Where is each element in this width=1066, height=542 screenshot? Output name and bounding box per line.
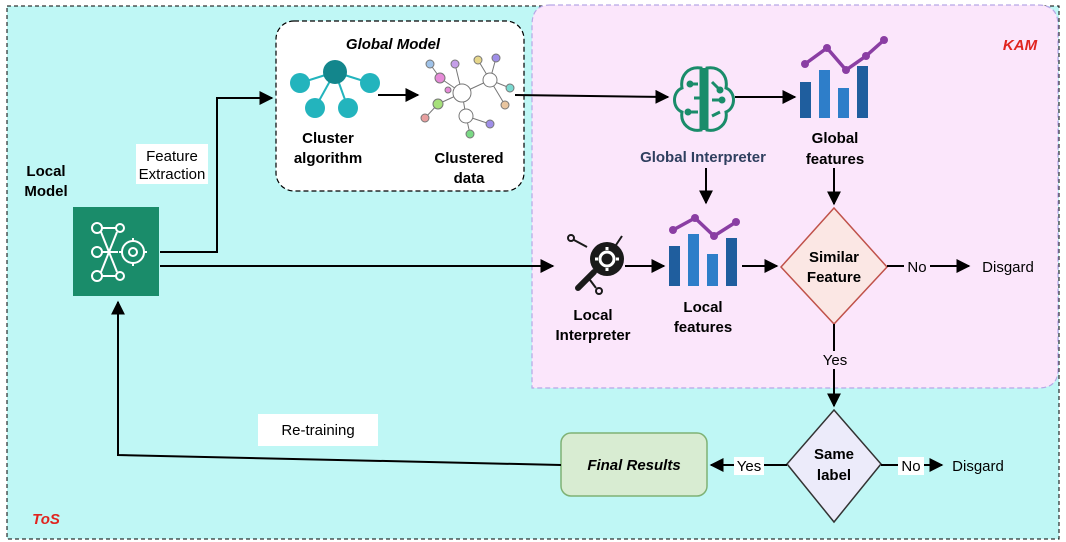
magnifier-gear-icon xyxy=(567,234,624,295)
same-label-label-2: label xyxy=(817,467,851,484)
local-interpreter-label-1: Local xyxy=(573,307,612,324)
feature-extraction-label-2: Extraction xyxy=(139,166,206,183)
final-results-label: Final Results xyxy=(587,457,680,474)
re-training-bg xyxy=(258,414,378,446)
arrow-retraining xyxy=(111,300,562,466)
cluster-algorithm-label-2: algorithm xyxy=(294,150,362,167)
bar-line-chart-icon xyxy=(800,36,888,118)
clustered-data-label-1: Clustered xyxy=(434,150,503,167)
cluster-icon xyxy=(290,60,380,118)
global-interpreter-label: Global Interpreter xyxy=(640,149,766,166)
global-model-title: Global Model xyxy=(346,36,441,53)
same-label-label-1: Same xyxy=(814,446,854,463)
re-training-label: Re-training xyxy=(281,422,354,439)
bar-line-chart-icon xyxy=(669,214,740,286)
local-model-label-2: Model xyxy=(24,183,67,200)
clustered-data-label-2: data xyxy=(454,170,486,187)
no-1-bg xyxy=(904,258,930,276)
arrow-data-to-global-interpreter xyxy=(514,89,670,104)
local-model-label-1: Local xyxy=(26,163,65,180)
kam-label: KAM xyxy=(1003,37,1038,54)
disgard-1-label: Disgard xyxy=(982,259,1034,276)
disgard-2-label: Disgard xyxy=(952,458,1004,475)
similar-feature-label-2: Feature xyxy=(807,269,861,286)
local-features-label-2: features xyxy=(674,319,732,336)
feature-extraction-label-1: Feature xyxy=(146,148,198,165)
yes-2-label: Yes xyxy=(737,458,761,475)
tos-label: ToS xyxy=(32,511,60,528)
same-label-diamond xyxy=(786,408,882,524)
network-gear-icon xyxy=(73,207,159,296)
arrow-feature-extraction xyxy=(160,91,274,253)
global-features-label-1: Global xyxy=(812,130,859,147)
yes-1-label: Yes xyxy=(823,352,847,369)
global-features-label-2: features xyxy=(806,151,864,168)
no-2-bg xyxy=(898,457,924,475)
local-interpreter-label-2: Interpreter xyxy=(555,327,630,344)
yes-1-bg xyxy=(818,351,852,369)
no-1-label: No xyxy=(907,259,926,276)
similar-feature-label-1: Similar xyxy=(809,249,859,266)
cluster-algorithm-label-1: Cluster xyxy=(302,130,354,147)
brain-circuit-icon xyxy=(673,66,735,132)
feature-extraction-bg xyxy=(136,144,208,184)
no-2-label: No xyxy=(901,458,920,475)
local-features-label-1: Local xyxy=(683,299,722,316)
graph-network-icon xyxy=(420,53,515,139)
yes-2-bg xyxy=(734,457,764,475)
